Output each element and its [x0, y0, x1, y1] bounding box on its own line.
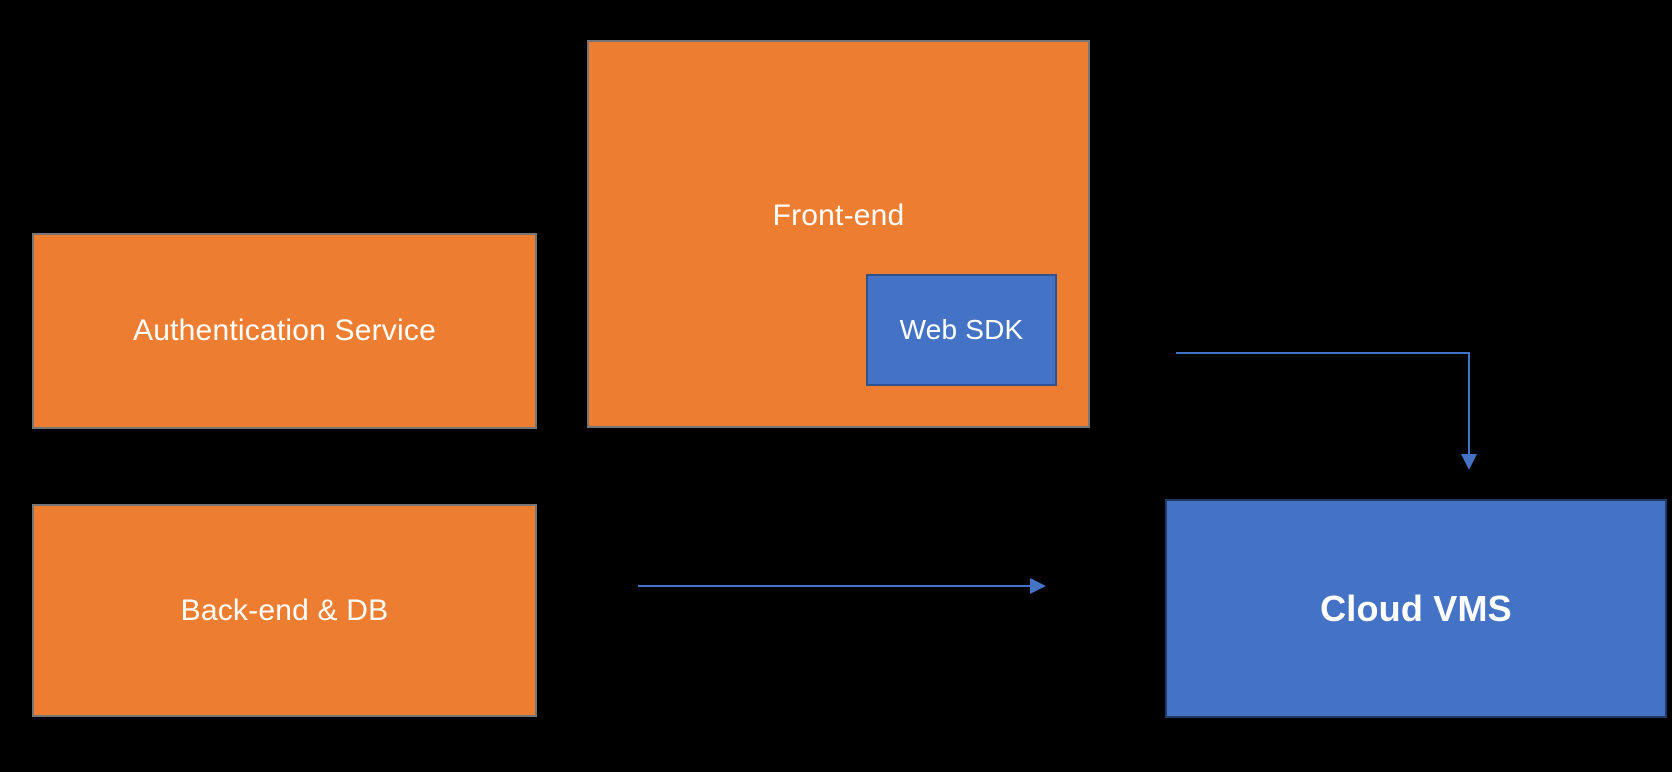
node-frontend: Front-end Web SDK [587, 40, 1090, 428]
authentication-service-label: Authentication Service [133, 314, 436, 347]
frontend-to-cloudvms-elbow-arrow [1176, 352, 1477, 470]
arrowhead-right-icon [1030, 578, 1046, 594]
node-cloud-vms: Cloud VMS [1165, 499, 1667, 718]
node-backend-db: Back-end & DB [32, 504, 537, 717]
backend-db-label: Back-end & DB [180, 593, 389, 627]
arrowhead-down-icon [1461, 454, 1477, 470]
node-web-sdk: Web SDK [866, 274, 1057, 386]
web-sdk-label: Web SDK [899, 314, 1024, 345]
frontend-label: Front-end [772, 199, 905, 232]
cloud-vms-label: Cloud VMS [1320, 587, 1512, 629]
node-authentication-service: Authentication Service [32, 233, 537, 429]
backend-to-cloudvms-arrow [638, 578, 1046, 594]
